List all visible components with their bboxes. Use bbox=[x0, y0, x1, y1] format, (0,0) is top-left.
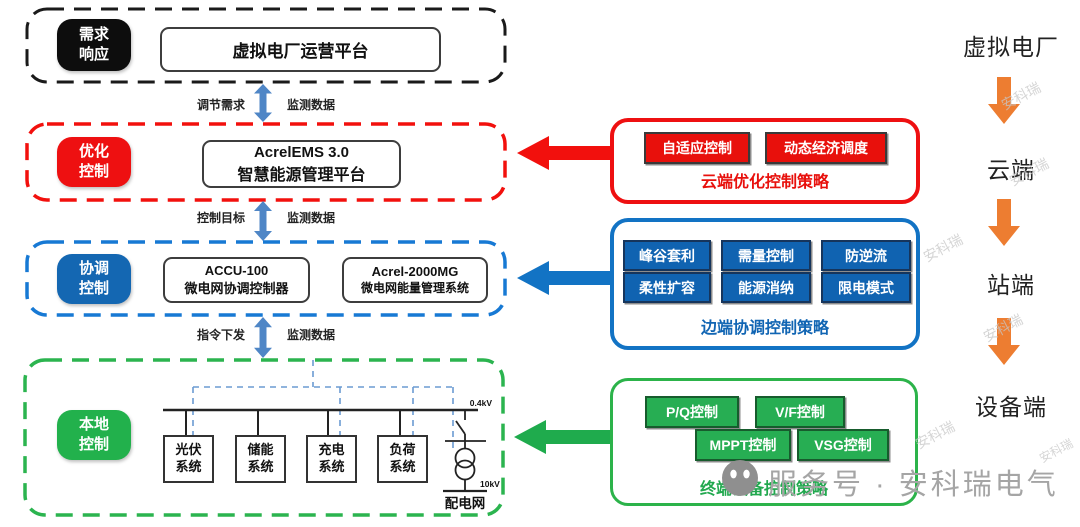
sysbox-line: 系统 bbox=[247, 459, 274, 474]
down-arrow-icon bbox=[988, 199, 1020, 246]
footer-watermark: 服务号 · 安科瑞电气 bbox=[768, 469, 1059, 501]
vpp-platform-label: 虚拟电厂运营平台 bbox=[232, 42, 369, 61]
acrelems-name: AcrelEMS 3.0 bbox=[253, 143, 350, 161]
badge-line: 本地 bbox=[78, 415, 109, 433]
down-arrow-icon bbox=[988, 318, 1020, 365]
hierarchy-cloud: 云端 bbox=[987, 157, 1035, 183]
coordinate-control-frame: 协调 控制 ACCU-100 微电网协调控制器 Acrel-2000MG 微电网… bbox=[25, 240, 507, 317]
cloud-strategy-label: 云端优化控制策略 bbox=[700, 174, 829, 191]
local-control-frame: 本地 控制 bbox=[23, 358, 505, 517]
sysbox-line: 储能 bbox=[247, 442, 274, 458]
badge-line: 控制 bbox=[78, 436, 109, 453]
sysbox-line: 负荷 bbox=[389, 442, 416, 458]
bus-voltage-label: 0.4kV bbox=[470, 398, 493, 408]
demand-response-badge: 需求 响应 bbox=[57, 19, 131, 71]
badge-line: 控制 bbox=[78, 280, 109, 297]
pv-system-box: 光伏 系统 bbox=[163, 435, 214, 483]
load-system-box: 负荷 系统 bbox=[377, 435, 428, 483]
edge-strategy-label: 边端协调控制策略 bbox=[700, 320, 829, 337]
accu100-name: ACCU-100 bbox=[204, 263, 269, 278]
hierarchy-vpp: 虚拟电厂 bbox=[963, 34, 1059, 60]
edge-strategy-panel: 峰谷套利 需量控制 防逆流 柔性扩容 能源消纳 限电模式 边端协调控制策略 bbox=[610, 218, 920, 350]
diagonal-watermark: 安科瑞 bbox=[912, 418, 958, 452]
sysbox-line: 光伏 bbox=[175, 442, 202, 458]
sysbox-line: 充电 bbox=[318, 442, 345, 458]
link-label-right: 监测数据 bbox=[287, 211, 336, 225]
acrel2000mg-desc: 微电网能量管理系统 bbox=[360, 281, 469, 295]
device-strategy-panel: P/Q控制 V/F控制 MPPT控制 VSG控制 终端设备控制策略 bbox=[610, 378, 918, 506]
strategy-button: 需量控制 bbox=[721, 240, 811, 271]
cloud-strategy-panel: 自适应控制 动态经济调度 云端优化控制策略 bbox=[610, 118, 920, 204]
charging-system-box: 充电 系统 bbox=[306, 435, 357, 483]
badge-line: 优化 bbox=[78, 142, 109, 160]
updown-arrow-icon bbox=[254, 201, 272, 241]
acrel2000mg-name: Acrel-2000MG bbox=[371, 264, 459, 279]
vpp-platform-box: 虚拟电厂运营平台 bbox=[160, 27, 441, 72]
storage-system-box: 储能 系统 bbox=[235, 435, 286, 483]
acrel2000mg-box: Acrel-2000MG 微电网能量管理系统 bbox=[342, 257, 488, 303]
updown-arrow-icon bbox=[254, 84, 272, 122]
coordinate-control-badge: 协调 控制 bbox=[57, 254, 131, 304]
strategy-button: VSG控制 bbox=[797, 429, 889, 461]
badge-line: 控制 bbox=[78, 163, 109, 180]
acrelems-desc: 智慧能源管理平台 bbox=[237, 166, 366, 184]
left-arrow-icon bbox=[517, 136, 613, 170]
strategy-button: 峰谷套利 bbox=[623, 240, 711, 271]
strategy-button: 自适应控制 bbox=[644, 132, 750, 164]
sysbox-line: 系统 bbox=[318, 459, 345, 474]
strategy-button: 柔性扩容 bbox=[623, 272, 711, 303]
wechat-account-icon bbox=[722, 460, 758, 496]
link-label-left: 调节需求 bbox=[196, 98, 245, 112]
link-label-left: 控制目标 bbox=[196, 211, 245, 225]
strategy-button: 能源消纳 bbox=[721, 272, 811, 303]
sysbox-line: 系统 bbox=[389, 459, 416, 474]
updown-arrow-icon bbox=[254, 317, 272, 358]
strategy-button: P/Q控制 bbox=[645, 396, 739, 428]
hierarchy-station: 站端 bbox=[987, 272, 1035, 298]
one-line-diagram: 0.4kV 10kV 配电网 bbox=[163, 360, 500, 511]
local-control-badge: 本地 控制 bbox=[57, 410, 131, 460]
hierarchy-device: 设备端 bbox=[975, 394, 1047, 420]
link-label-left: 指令下发 bbox=[196, 328, 245, 342]
left-arrow-icon bbox=[514, 420, 612, 454]
strategy-button: V/F控制 bbox=[755, 396, 845, 428]
strategy-button: 防逆流 bbox=[821, 240, 911, 271]
strategy-button: MPPT控制 bbox=[695, 429, 791, 461]
acrelems-box: AcrelEMS 3.0 智慧能源管理平台 bbox=[202, 140, 401, 188]
badge-line: 需求 bbox=[78, 25, 109, 43]
badge-line: 响应 bbox=[78, 46, 109, 63]
accu100-desc: 微电网协调控制器 bbox=[184, 281, 289, 296]
sysbox-line: 系统 bbox=[175, 459, 202, 474]
grid-voltage-label: 10kV bbox=[480, 479, 500, 489]
feeder-lines bbox=[185, 410, 401, 435]
left-arrow-icon bbox=[517, 261, 613, 295]
transformer-icon bbox=[454, 459, 476, 481]
optimize-control-frame: 优化 控制 AcrelEMS 3.0 智慧能源管理平台 bbox=[25, 122, 507, 202]
down-arrow-icon bbox=[988, 77, 1020, 124]
strategy-button: 动态经济调度 bbox=[765, 132, 887, 164]
diagonal-watermark: 安科瑞 bbox=[920, 231, 966, 265]
grid-branch bbox=[443, 410, 487, 493]
link-label-right: 监测数据 bbox=[287, 98, 336, 112]
demand-response-frame: 需求 响应 虚拟电厂运营平台 bbox=[25, 7, 507, 84]
badge-line: 协调 bbox=[78, 259, 109, 277]
transformer-icon bbox=[454, 447, 476, 469]
accu100-box: ACCU-100 微电网协调控制器 bbox=[163, 257, 310, 303]
link-label-right: 监测数据 bbox=[287, 328, 336, 342]
strategy-button: 限电模式 bbox=[821, 272, 911, 303]
optimize-control-badge: 优化 控制 bbox=[57, 137, 131, 187]
grid-label: 配电网 bbox=[445, 495, 486, 511]
comm-dashed-lines bbox=[192, 360, 454, 448]
